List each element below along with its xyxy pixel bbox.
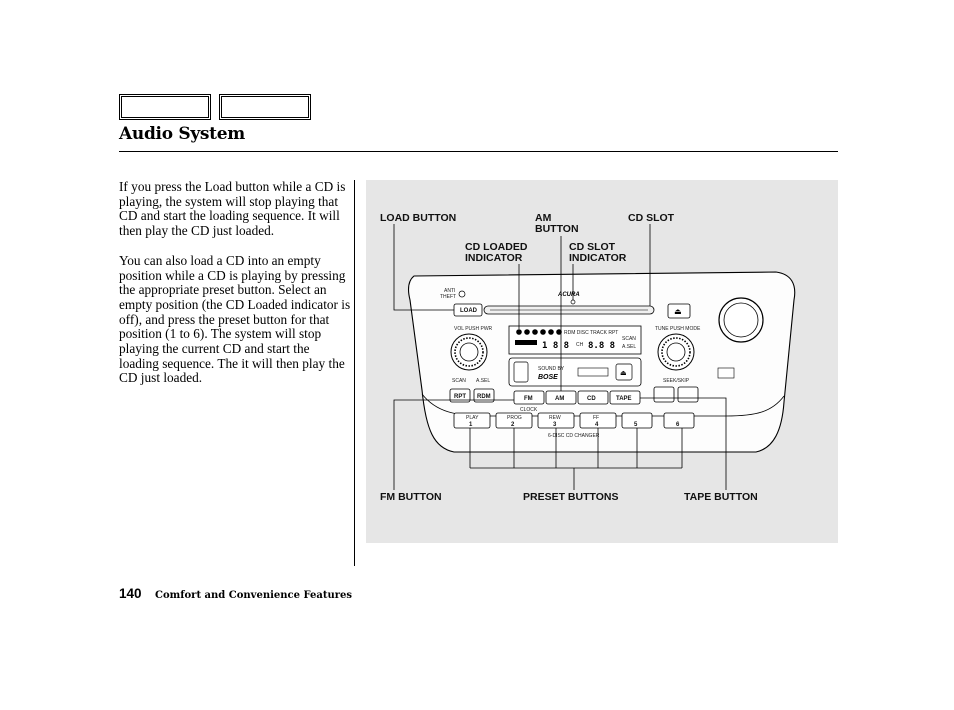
volume-knob-ring bbox=[454, 337, 484, 367]
cd-button[interactable] bbox=[577, 390, 609, 405]
tape-button[interactable] bbox=[609, 390, 641, 405]
rpt-button-label: RPT bbox=[454, 394, 466, 400]
seek-skip-label: SEEK/SKIP bbox=[663, 378, 690, 384]
header-tab-box-2 bbox=[219, 94, 311, 120]
display-scan-label: SCAN bbox=[622, 336, 636, 342]
anti-theft-label-1: ANTI bbox=[444, 288, 455, 294]
load-callout-line bbox=[393, 224, 454, 311]
preset-label-1: 1 bbox=[469, 422, 473, 428]
tape-eject-button[interactable] bbox=[615, 363, 633, 381]
callout-lines bbox=[393, 224, 727, 490]
changer-label: 6-DISC CD CHANGER bbox=[548, 433, 600, 439]
am-button-callout-2: BUTTON bbox=[535, 223, 579, 235]
cd-slot-callout: CD SLOT bbox=[628, 212, 675, 224]
display-top-label: RDM DISC TRACK RPT bbox=[564, 330, 618, 336]
fm-button[interactable] bbox=[513, 390, 545, 405]
cd-slot-indicator bbox=[570, 299, 576, 305]
eject-button[interactable] bbox=[667, 303, 691, 319]
tune-knob-ring bbox=[661, 337, 691, 367]
am-button-callout-1: AM bbox=[535, 212, 552, 224]
cd-slot-indicator-callout-1: CD SLOT bbox=[569, 241, 616, 253]
tape-button-callout: TAPE BUTTON bbox=[684, 491, 758, 503]
preset-label-5: 5 bbox=[634, 422, 638, 428]
tune-knob-center bbox=[666, 342, 686, 362]
preset-button-6[interactable] bbox=[663, 412, 695, 429]
tape-door[interactable] bbox=[513, 361, 529, 383]
preset-buttons-callout: PRESET BUTTONS bbox=[523, 491, 618, 503]
preset-buttons: PLAY PROG REW FF 1 2 3 4 5 6 bbox=[453, 412, 695, 429]
brand-logo: ACURA bbox=[557, 292, 580, 298]
fm-button-callout: FM BUTTON bbox=[380, 491, 442, 503]
paragraph-1: If you press the Load button while a CD … bbox=[119, 179, 346, 239]
bose-small-label: SOUND BY bbox=[538, 366, 565, 372]
display-digits: 1 8 8 bbox=[542, 341, 569, 351]
display-ch-label: CH bbox=[576, 342, 584, 348]
header-tab-box-1 bbox=[119, 94, 211, 120]
preset-label-3: 3 bbox=[553, 422, 557, 428]
cd-loaded-callout-1: CD LOADED bbox=[465, 241, 528, 253]
load-button-label: LOAD bbox=[460, 308, 478, 314]
preset-label-4: 4 bbox=[595, 422, 599, 428]
rpt-button[interactable] bbox=[449, 388, 471, 403]
preset-label-6: 6 bbox=[676, 422, 680, 428]
fm-button-label: FM bbox=[524, 396, 533, 402]
bose-logo: BOSE bbox=[538, 374, 558, 381]
display-time-digits: 8.8 8 bbox=[588, 341, 615, 351]
page-title: Audio System bbox=[119, 124, 245, 144]
a-sel-label: A.SEL bbox=[476, 378, 490, 384]
cd-loaded-callout-2: INDICATOR bbox=[465, 252, 523, 264]
preset-sub-3: REW bbox=[549, 415, 561, 421]
disc-logo bbox=[717, 367, 735, 379]
tape-callout-line bbox=[640, 397, 727, 490]
vol-pwr-label: VOL PUSH PWR bbox=[454, 326, 493, 332]
preset-label-2: 2 bbox=[511, 422, 515, 428]
tape-eject-knob-inner bbox=[723, 302, 759, 338]
rdm-button[interactable] bbox=[473, 388, 495, 403]
audio-unit-diagram: ANTI THEFT LOAD ACURA ⏏ VOL PUSH PWR SCA… bbox=[380, 212, 796, 503]
page-number: 140 bbox=[119, 586, 142, 601]
rdm-button-label: RDM bbox=[477, 394, 491, 400]
fm-callout-line bbox=[393, 399, 514, 490]
footer-section-name: Comfort and Convenience Features bbox=[155, 590, 353, 601]
column-divider bbox=[354, 180, 355, 566]
title-rule bbox=[119, 151, 838, 152]
anti-theft-label-2: THEFT bbox=[440, 294, 456, 300]
preset-button-1[interactable] bbox=[453, 412, 491, 429]
eject-icon: ⏏ bbox=[674, 307, 682, 316]
tape-eject-icon: ⏏ bbox=[620, 369, 627, 377]
cd-loaded-indicators bbox=[516, 329, 562, 335]
cd-slot-indicator-callout-2: INDICATOR bbox=[569, 252, 627, 264]
display-bar-indicator bbox=[515, 340, 537, 345]
am-button-label: AM bbox=[555, 396, 564, 402]
preset-sub-4: FF bbox=[593, 415, 599, 421]
load-button-callout: LOAD BUTTON bbox=[380, 212, 456, 224]
display-asel-label: A.SEL bbox=[622, 344, 636, 350]
seek-up-button[interactable] bbox=[677, 386, 699, 403]
tape-window bbox=[577, 367, 609, 377]
tape-deck bbox=[508, 357, 642, 387]
tape-button-label: TAPE bbox=[616, 396, 632, 402]
tune-mode-label: TUNE PUSH MODE bbox=[655, 326, 701, 332]
clock-label: CLOCK bbox=[520, 407, 538, 413]
volume-knob-center bbox=[459, 342, 479, 362]
preset-sub-2: PROG bbox=[507, 415, 522, 421]
seek-down-button[interactable] bbox=[653, 386, 675, 403]
body-text: If you press the Load button while a CD … bbox=[119, 179, 351, 401]
audio-unit-figure: ANTI THEFT LOAD ACURA ⏏ VOL PUSH PWR SCA… bbox=[366, 180, 838, 543]
scan-label: SCAN bbox=[452, 378, 466, 384]
preset-sub-1: PLAY bbox=[466, 415, 479, 421]
anti-theft-led bbox=[458, 290, 466, 298]
paragraph-2: You can also load a CD into an empty pos… bbox=[119, 252, 351, 386]
cd-button-label: CD bbox=[587, 396, 596, 402]
